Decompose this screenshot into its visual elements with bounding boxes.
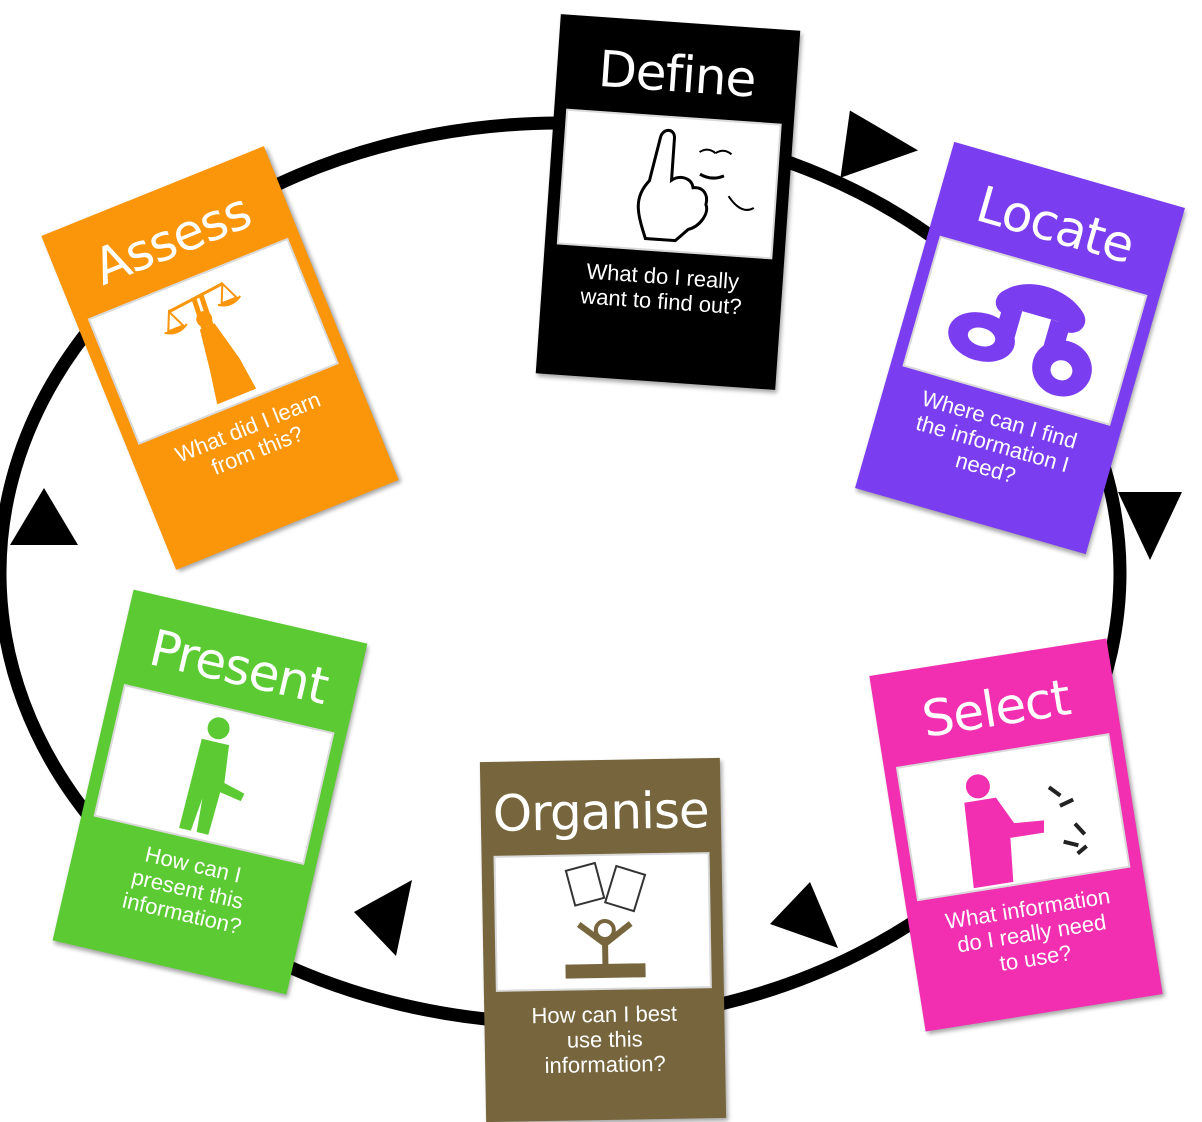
card-picture-select xyxy=(895,733,1131,902)
card-picture-locate xyxy=(902,235,1148,426)
arrow-select-to-organise-icon xyxy=(770,882,838,948)
card-picture-organise xyxy=(493,852,712,992)
raised-finger-icon xyxy=(636,128,755,243)
card-title-define: Define xyxy=(596,39,758,109)
card-picture-define xyxy=(556,108,782,260)
card-define: Define What do I really want to find out… xyxy=(535,14,801,390)
card-question-organise: How can I best use this information? xyxy=(531,1000,678,1079)
card-locate: Locate Where can I find the information … xyxy=(855,141,1185,555)
card-select: Select What information do I really need… xyxy=(869,638,1163,1032)
arrow-define-to-locate-icon xyxy=(840,110,919,178)
card-organise: Organise How can I best use this informa… xyxy=(479,757,727,1122)
arrow-locate-to-select-icon xyxy=(1118,492,1182,560)
card-picture-present xyxy=(93,683,335,866)
binoculars-icon xyxy=(948,284,1092,397)
presenter-icon xyxy=(179,717,245,835)
card-title-organise: Organise xyxy=(492,781,710,843)
arrow-present-to-assess-icon xyxy=(10,488,78,545)
person-searching-icon xyxy=(964,774,1088,889)
card-picture-assess xyxy=(87,237,339,445)
arrow-organise-to-present-icon xyxy=(354,880,412,956)
scales-of-justice-icon xyxy=(164,281,257,405)
juggling-papers-icon xyxy=(564,861,647,979)
card-assess: Assess What did I learn from this? xyxy=(41,146,399,570)
card-present: Present How can I present this informati… xyxy=(52,589,368,995)
